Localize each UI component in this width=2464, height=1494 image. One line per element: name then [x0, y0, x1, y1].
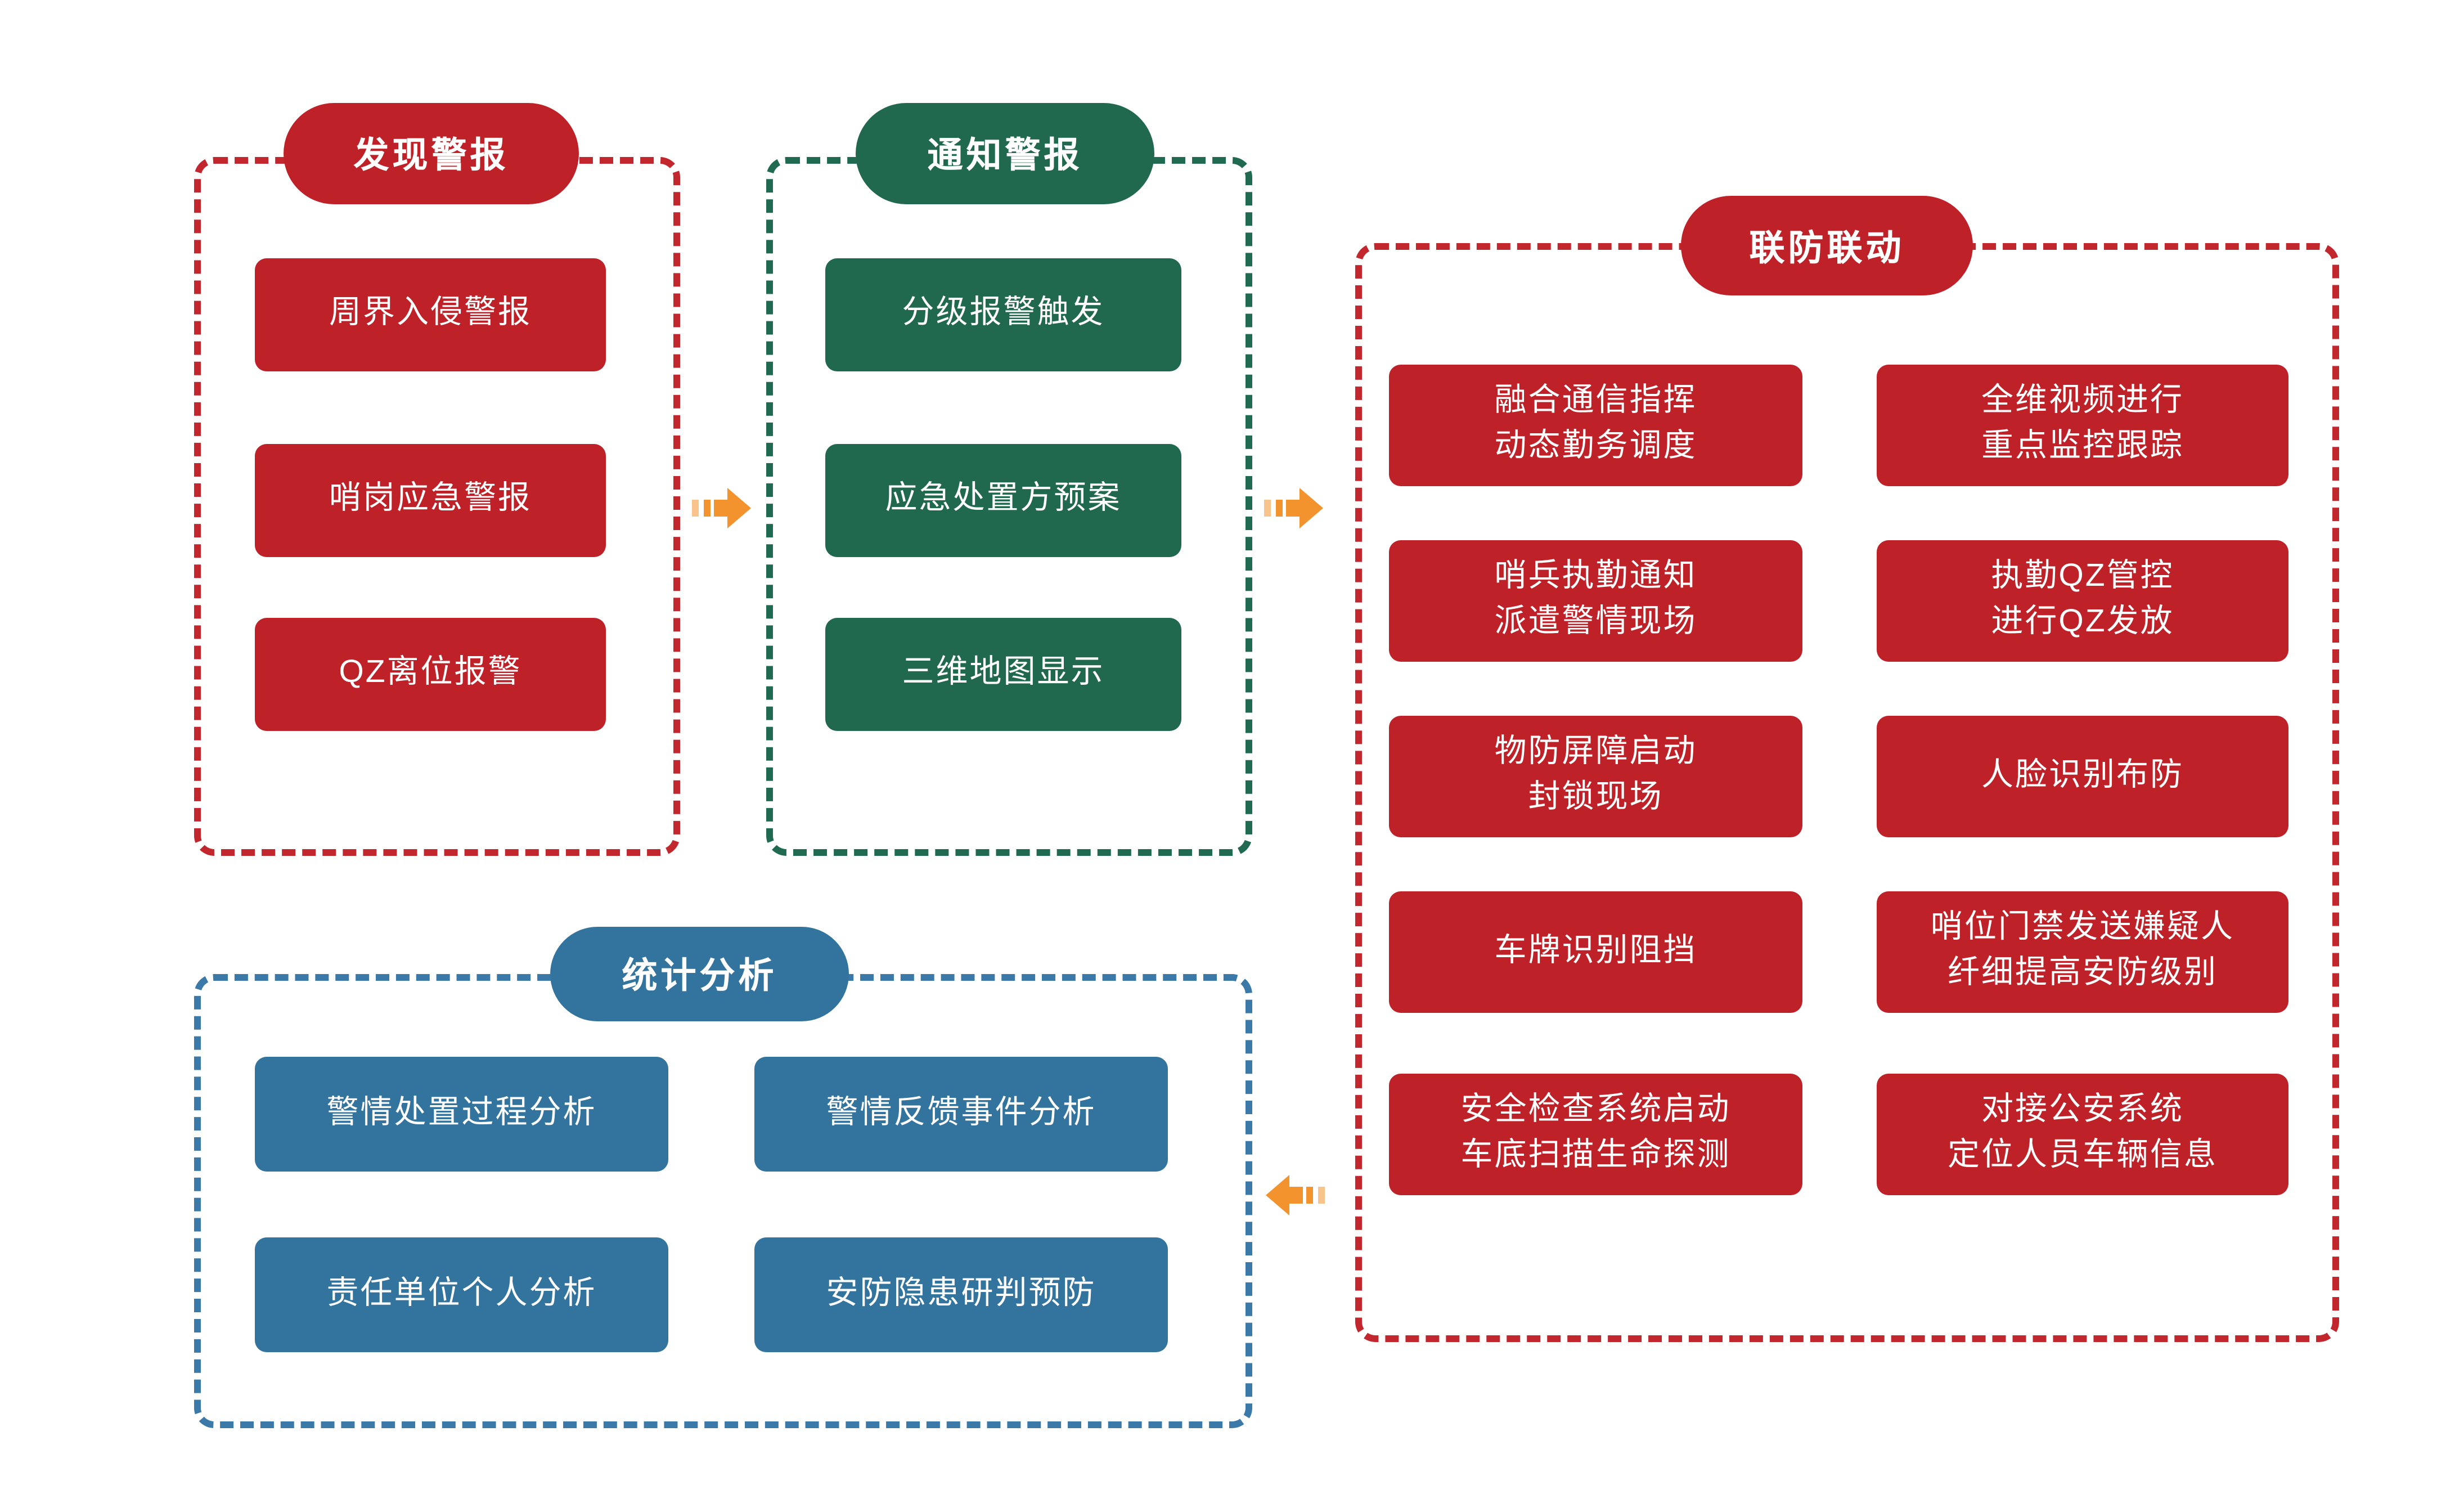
group-notify-alarm-title: 通知警报: [856, 103, 1154, 204]
node-sentry-emergency-alarm: 哨岗应急警报: [255, 444, 606, 557]
node-security-hazard-prediction: 安防隐患研判预防: [754, 1237, 1168, 1352]
group-statistics-analysis-title: 统计分析: [550, 927, 849, 1021]
node-perimeter-intrusion-alarm: 周界入侵警报: [255, 258, 606, 371]
node-sentry-access-suspect-alert: 哨位门禁发送嫌疑人 纤细提高安防级别: [1877, 891, 2288, 1013]
node-police-system-locate: 对接公安系统 定位人员车辆信息: [1877, 1074, 2288, 1195]
node-face-recognition-deploy: 人脸识别布防: [1877, 716, 2288, 837]
node-physical-barrier-lockdown: 物防屏障启动 封锁现场: [1389, 716, 1802, 837]
node-3d-map-display: 三维地图显示: [825, 618, 1181, 731]
node-emergency-response-plan: 应急处置方预案: [825, 444, 1181, 557]
node-duty-qz-control: 执勤QZ管控 进行QZ发放: [1877, 540, 2288, 662]
node-security-check-underbody-scan: 安全检查系统启动 车底扫描生命探测: [1389, 1074, 1802, 1195]
node-graded-alarm-trigger: 分级报警触发: [825, 258, 1181, 371]
node-responsible-unit-person-analysis: 责任单位个人分析: [255, 1237, 668, 1352]
node-fusion-comm-command: 融合通信指挥 动态勤务调度: [1389, 365, 1802, 486]
flow-arrow-right-icon: [692, 488, 751, 528]
group-statistics-analysis-border: [194, 974, 1252, 1428]
flow-arrow-left-icon: [1266, 1175, 1325, 1215]
group-joint-defense-title: 联防联动: [1681, 196, 1973, 295]
group-notify-alarm-border: [766, 157, 1252, 856]
node-alarm-feedback-event-analysis: 警情反馈事件分析: [754, 1057, 1168, 1172]
node-qz-offsite-alarm: QZ离位报警: [255, 618, 606, 731]
node-sentry-duty-notice: 哨兵执勤通知 派遣警情现场: [1389, 540, 1802, 662]
node-omni-video-tracking: 全维视频进行 重点监控跟踪: [1877, 365, 2288, 486]
node-alarm-handling-process-analysis: 警情处置过程分析: [255, 1057, 668, 1172]
group-discover-alarm-title: 发现警报: [284, 103, 579, 204]
node-plate-recognition-block: 车牌识别阻挡: [1389, 891, 1802, 1013]
flow-arrow-right-icon: [1264, 488, 1323, 528]
